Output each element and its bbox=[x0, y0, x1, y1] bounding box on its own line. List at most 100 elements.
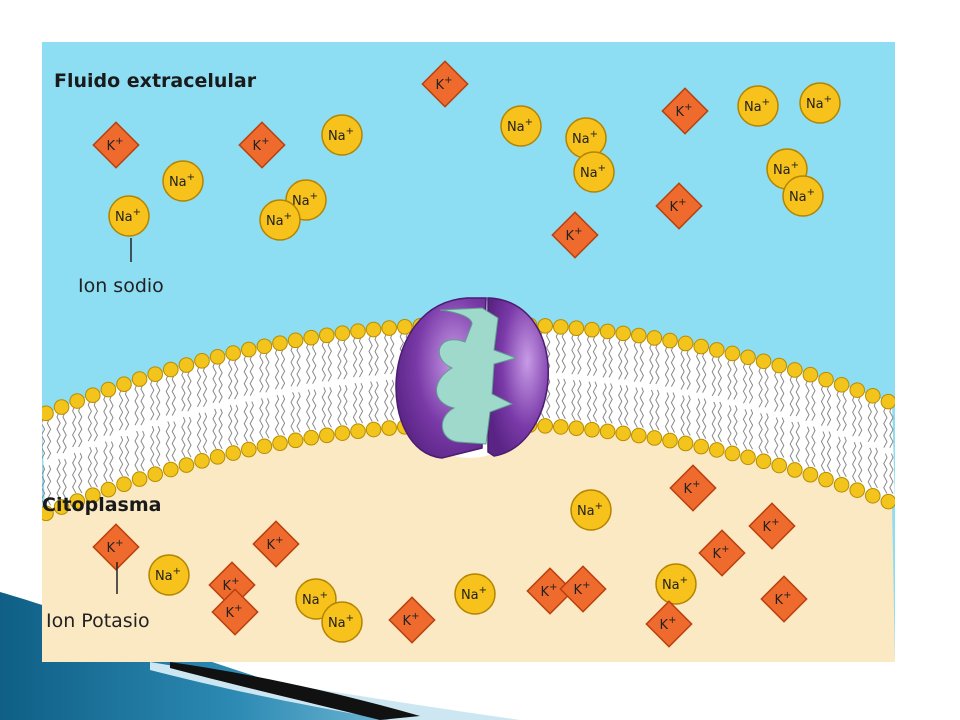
lipid-head bbox=[397, 319, 413, 335]
ion-charge: + bbox=[525, 117, 533, 128]
lipid-head bbox=[615, 325, 632, 342]
lipid-head bbox=[724, 445, 741, 462]
lipid-tail bbox=[212, 362, 217, 404]
lipid-tail bbox=[327, 341, 332, 382]
potassium-ion: K+ bbox=[551, 211, 599, 259]
lipid-head bbox=[677, 335, 694, 352]
potassium-ion: K+ bbox=[211, 588, 259, 636]
lipid-tail bbox=[280, 348, 286, 390]
lipid-tail bbox=[306, 389, 311, 430]
channel-right-half bbox=[487, 297, 549, 457]
lipid-head bbox=[568, 420, 585, 436]
potassium-ion-body bbox=[698, 529, 746, 577]
lipid-tail bbox=[234, 358, 239, 400]
ion-charge: + bbox=[320, 590, 328, 601]
lipid-head bbox=[209, 349, 226, 365]
ion-charge: + bbox=[115, 136, 123, 147]
lipid-head bbox=[319, 427, 335, 444]
lipid-tail bbox=[296, 392, 301, 433]
lipid-tail bbox=[577, 380, 582, 421]
lipid-tail bbox=[296, 346, 301, 387]
potassium-ion: K+ bbox=[92, 523, 140, 571]
sodium-ion-body bbox=[500, 105, 542, 147]
potassium-ion-body bbox=[92, 121, 140, 169]
ion-charge: + bbox=[346, 613, 354, 624]
lipid-head bbox=[724, 345, 741, 362]
lipid-head bbox=[69, 393, 86, 409]
lipid-tail bbox=[374, 381, 379, 422]
lipid-tail bbox=[358, 383, 364, 424]
black-swoosh bbox=[170, 662, 420, 720]
lipid-head bbox=[693, 338, 710, 355]
sodium-ion: Na+ bbox=[573, 151, 615, 193]
lipid-tail bbox=[150, 426, 155, 467]
sodium-ion: Na+ bbox=[321, 601, 363, 643]
lipid-tail bbox=[352, 383, 358, 424]
lipid-tail bbox=[124, 436, 130, 477]
ion-charge: + bbox=[444, 75, 452, 86]
lipid-tail bbox=[243, 355, 248, 396]
lipid-tail bbox=[156, 426, 161, 467]
potassium-ion: K+ bbox=[698, 529, 746, 577]
lipid-tail bbox=[265, 398, 270, 439]
lipid-tail bbox=[140, 430, 145, 472]
lipid-tail bbox=[218, 362, 223, 404]
lipid-tail bbox=[764, 367, 769, 408]
lipid-tail bbox=[733, 359, 738, 400]
lipid-tail bbox=[733, 405, 738, 446]
ion-charge: + bbox=[680, 575, 688, 586]
lipid-head bbox=[755, 453, 772, 470]
lipid-tail bbox=[820, 385, 826, 426]
lipid-tail bbox=[655, 389, 660, 431]
lipid-tail bbox=[780, 371, 785, 412]
sodium-ion-body bbox=[570, 489, 612, 531]
lipid-head bbox=[584, 321, 600, 338]
lipid-tail bbox=[290, 392, 295, 433]
lipid-head bbox=[865, 387, 881, 404]
ion-charge: + bbox=[284, 211, 292, 222]
lipid-tail bbox=[867, 447, 872, 489]
lipid-head bbox=[709, 442, 725, 458]
lipid-tail bbox=[680, 349, 685, 390]
lipid-tail bbox=[312, 389, 317, 430]
lipid-tail bbox=[852, 395, 857, 437]
lipid-tail bbox=[134, 430, 139, 472]
lipid-tail bbox=[337, 338, 342, 380]
lipid-tail bbox=[93, 447, 98, 488]
lipid-tail bbox=[592, 335, 598, 376]
sodium-ion-body bbox=[321, 601, 363, 643]
lipid-tail bbox=[820, 431, 826, 472]
lipid-head bbox=[100, 481, 117, 498]
lipid-tail bbox=[624, 385, 629, 426]
lipid-head bbox=[178, 357, 195, 373]
lipid-head bbox=[381, 320, 398, 336]
lipid-tail bbox=[571, 334, 576, 375]
lipid-tail bbox=[42, 465, 46, 506]
lipid-tail bbox=[134, 384, 139, 426]
lipid-tail bbox=[780, 417, 785, 458]
potassium-ion: K+ bbox=[252, 520, 300, 568]
potassium-ion: K+ bbox=[748, 502, 796, 550]
lipid-head bbox=[350, 423, 366, 440]
lipid-tail bbox=[696, 398, 701, 439]
sodium-ion-body bbox=[259, 199, 301, 241]
lipid-head bbox=[880, 493, 895, 510]
lipid-head bbox=[69, 493, 86, 509]
lipid-tail bbox=[561, 332, 566, 374]
lipid-head bbox=[646, 430, 663, 446]
lipid-head bbox=[42, 505, 54, 522]
lipid-tail bbox=[842, 436, 847, 478]
lipid-tail bbox=[56, 458, 61, 500]
lipid-head bbox=[553, 319, 569, 335]
lipid-head bbox=[631, 427, 647, 444]
lipid-tail bbox=[118, 390, 124, 431]
lipid-head bbox=[365, 421, 382, 438]
lipid-tail bbox=[56, 412, 61, 454]
lipid-tail bbox=[680, 395, 685, 436]
sodium-ion-body bbox=[782, 175, 824, 217]
ion-charge: + bbox=[549, 582, 557, 593]
sodium-ion: Na+ bbox=[799, 82, 841, 124]
lipid-tail bbox=[87, 401, 92, 442]
ion-charge: + bbox=[824, 94, 832, 105]
lipid-head bbox=[709, 342, 725, 358]
